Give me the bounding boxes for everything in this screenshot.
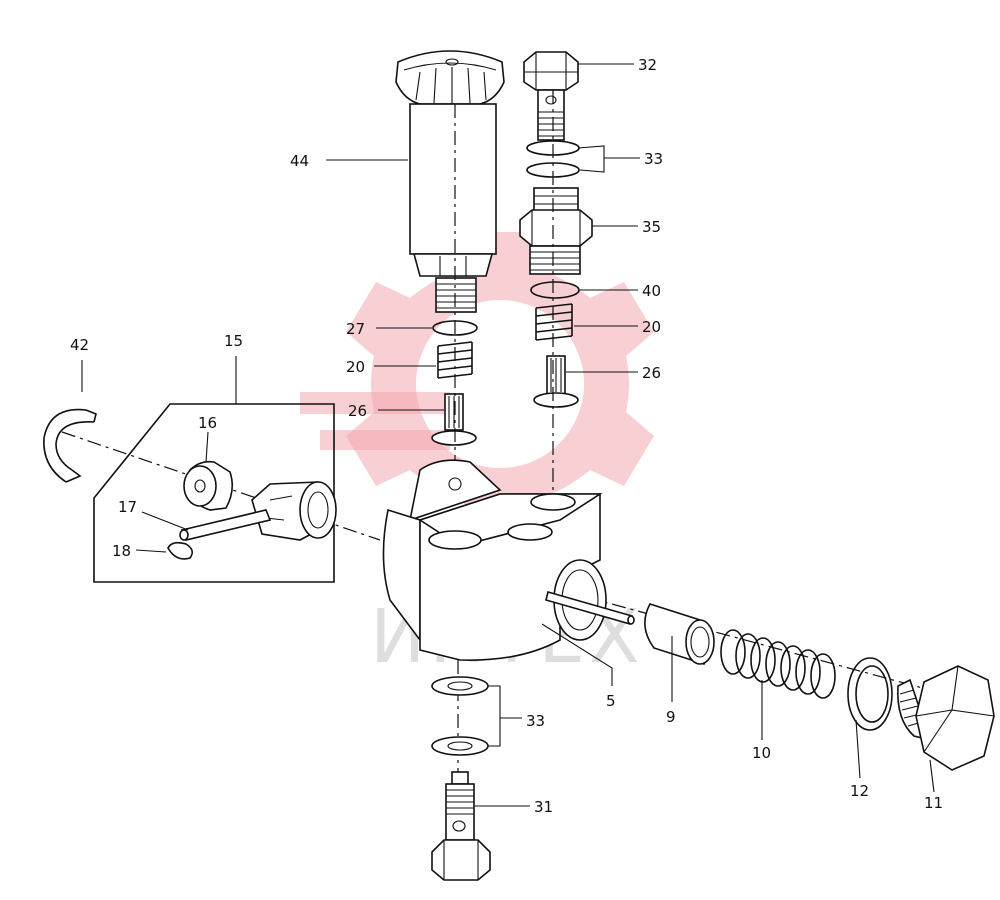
label-15: 15 (224, 332, 243, 350)
label-35: 35 (642, 218, 661, 236)
watermark-gear-logo (300, 232, 654, 536)
label-27: 27 (346, 320, 365, 338)
part-31-banjo-bolt (431, 771, 491, 881)
leader-lines (81, 63, 935, 807)
part-5-plunger-rod (545, 591, 635, 625)
label-17: 17 (118, 498, 137, 516)
part-33-lower-washer-a (431, 676, 489, 696)
part-labels: 44 32 33 35 40 20 27 20 26 26 42 15 16 1… (70, 56, 943, 816)
part-10-spring (720, 629, 836, 699)
part-5-pump-body (382, 459, 607, 661)
part-33-lower-washer-b (431, 736, 489, 756)
part-9-sleeve (644, 603, 715, 665)
part-16-roller (183, 460, 234, 511)
label-44: 44 (290, 152, 309, 170)
label-42: 42 (70, 336, 89, 354)
part-26-left-valve (431, 393, 477, 446)
group-15-outline (93, 403, 335, 583)
part-17-pin (179, 509, 272, 541)
label-20-left: 20 (346, 358, 365, 376)
label-26-left: 26 (348, 402, 367, 420)
part-40-o-ring (530, 281, 580, 299)
label-18: 18 (112, 542, 131, 560)
label-26-right: 26 (642, 364, 661, 382)
label-20-right: 20 (642, 318, 661, 336)
label-31: 31 (534, 798, 553, 816)
part-35-fitting (519, 187, 593, 275)
part-12-gasket (847, 657, 893, 731)
label-12: 12 (850, 782, 869, 800)
label-11: 11 (924, 794, 943, 812)
label-32: 32 (638, 56, 657, 74)
part-42-snap-ring (43, 408, 97, 483)
part-26-right-valve (533, 355, 579, 408)
part-18-clip (167, 541, 194, 560)
part-15-tappet (251, 481, 337, 541)
label-9: 9 (666, 708, 676, 726)
axis-horizontal-right (559, 589, 931, 691)
part-20-right-spring-valve (535, 303, 573, 341)
part-44-hand-primer (395, 50, 505, 313)
label-40: 40 (642, 282, 661, 300)
part-32-banjo-bolt (523, 51, 579, 141)
label-33-lower: 33 (526, 712, 545, 730)
label-33-upper: 33 (644, 150, 663, 168)
label-5: 5 (606, 692, 616, 710)
label-16: 16 (198, 414, 217, 432)
label-10: 10 (752, 744, 771, 762)
part-11-plug (897, 665, 995, 771)
